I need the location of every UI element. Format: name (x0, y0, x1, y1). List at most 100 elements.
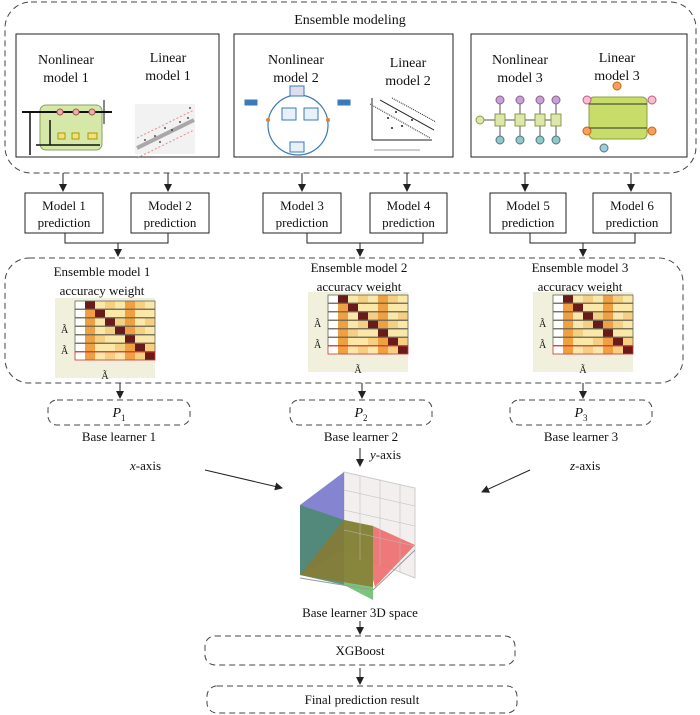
heatmap-cell (358, 303, 368, 312)
heatmap-cell (95, 326, 105, 335)
heatmap-cell (338, 346, 348, 354)
heatmap-cell (95, 318, 105, 326)
heatmap-cell (125, 301, 135, 309)
heatmap-cell (95, 335, 105, 343)
heatmap-cell (95, 309, 105, 318)
base-learner-box (509, 399, 653, 426)
heatmap-axis-label: Ã (539, 339, 547, 351)
prediction-label: Model 1 (42, 198, 86, 213)
heatmap-cell (623, 320, 633, 329)
heatmap-cell (388, 295, 398, 303)
heatmap-cell (328, 346, 338, 354)
heatmap-cell (563, 337, 573, 346)
accuracy-weight-heatmap: ÃÃÃ (533, 292, 634, 376)
y-axis-label: y-axis (368, 447, 401, 462)
heatmap-cell (378, 329, 388, 337)
heatmap-cell (553, 337, 563, 346)
heatmap-cell (145, 343, 155, 352)
heatmap-cell (338, 303, 348, 312)
heatmap-cell (593, 346, 603, 354)
heatmap-cell (105, 301, 115, 309)
model-panel-3: Nonlinear model 3 Linear model 3 (470, 33, 688, 158)
heatmap-cell (623, 337, 633, 346)
prediction-merge-connectors (64, 233, 636, 257)
nonlinear-model-2-label-2: model 2 (273, 71, 319, 86)
heatmap-cell (145, 335, 155, 343)
heatmap-cell (623, 295, 633, 303)
heatmap-cell (563, 303, 573, 312)
heatmap-cell (328, 320, 338, 329)
heatmap-cell (573, 303, 583, 312)
heatmap-cell (368, 346, 378, 354)
heatmap-cell (135, 301, 145, 309)
linear-model-3-label-2: model 3 (594, 69, 640, 84)
base-learner-3d-plot (299, 471, 416, 600)
heatmap-cell (145, 318, 155, 326)
heatmap-cell (583, 312, 593, 320)
prediction-sublabel: prediction (276, 215, 329, 230)
heatmap-cell (368, 303, 378, 312)
linear-model-2-label-2: model 2 (385, 74, 431, 89)
heatmap-cell (583, 346, 593, 354)
heatmap-cell (563, 312, 573, 320)
heatmap-cell (95, 301, 105, 309)
heatmap-cell (368, 295, 378, 303)
heatmap-cell (613, 329, 623, 337)
prediction-label: Model 5 (506, 198, 550, 213)
heatmap-cell (75, 301, 85, 309)
heatmap-cell (398, 295, 408, 303)
heatmap-cell (358, 295, 368, 303)
heatmap-cell (75, 309, 85, 318)
heatmap-cell (75, 343, 85, 352)
heatmap-cell (348, 337, 358, 346)
prediction-sublabel: prediction (382, 215, 435, 230)
heatmap-cell (583, 320, 593, 329)
z-axis-label: z-axis (569, 458, 600, 473)
heatmap-cell (398, 320, 408, 329)
accuracy-weight-heatmap: ÃÃÃ (55, 298, 156, 382)
heatmap-cell (85, 335, 95, 343)
heatmap-cell (553, 303, 563, 312)
prediction-box-5: Model 5 prediction (489, 192, 567, 234)
heatmap-cell (115, 335, 125, 343)
heatmap-cell (75, 335, 85, 343)
heatmap-cell (358, 346, 368, 354)
network-diagram-image (244, 85, 351, 156)
heatmap-cell (348, 303, 358, 312)
heatmap-cell (583, 303, 593, 312)
heatmap-cell (95, 352, 105, 360)
ensemble-weights-container (4, 257, 684, 384)
heatmap-cell (573, 320, 583, 329)
heatmap-cell (603, 337, 613, 346)
heatmap-cell (85, 343, 95, 352)
prediction-sublabel: prediction (606, 215, 659, 230)
heatmap-cell (378, 295, 388, 303)
heatmap-cell (145, 352, 155, 360)
linear-model-3-label: Linear (599, 51, 636, 66)
heatmap-cell (583, 337, 593, 346)
prediction-sublabel: prediction (502, 215, 555, 230)
heatmap-cell (613, 337, 623, 346)
svm-plot-image (369, 97, 437, 151)
heatmap-cell (613, 320, 623, 329)
heatmap-cell (115, 318, 125, 326)
base-learner-3d-space-label: Base learner 3D space (302, 605, 418, 620)
heatmap-cell (75, 326, 85, 335)
heatmap-axis-label: Ã (354, 364, 362, 376)
heatmap-cell (603, 329, 613, 337)
heatmap-cell (135, 335, 145, 343)
heatmap-cell (115, 352, 125, 360)
heatmap-cell (378, 303, 388, 312)
heatmap-cell (563, 295, 573, 303)
heatmap-cell (75, 318, 85, 326)
linear-model-1-label-2: model 1 (145, 69, 191, 84)
heatmap-cell (358, 329, 368, 337)
heatmap-cell (358, 337, 368, 346)
